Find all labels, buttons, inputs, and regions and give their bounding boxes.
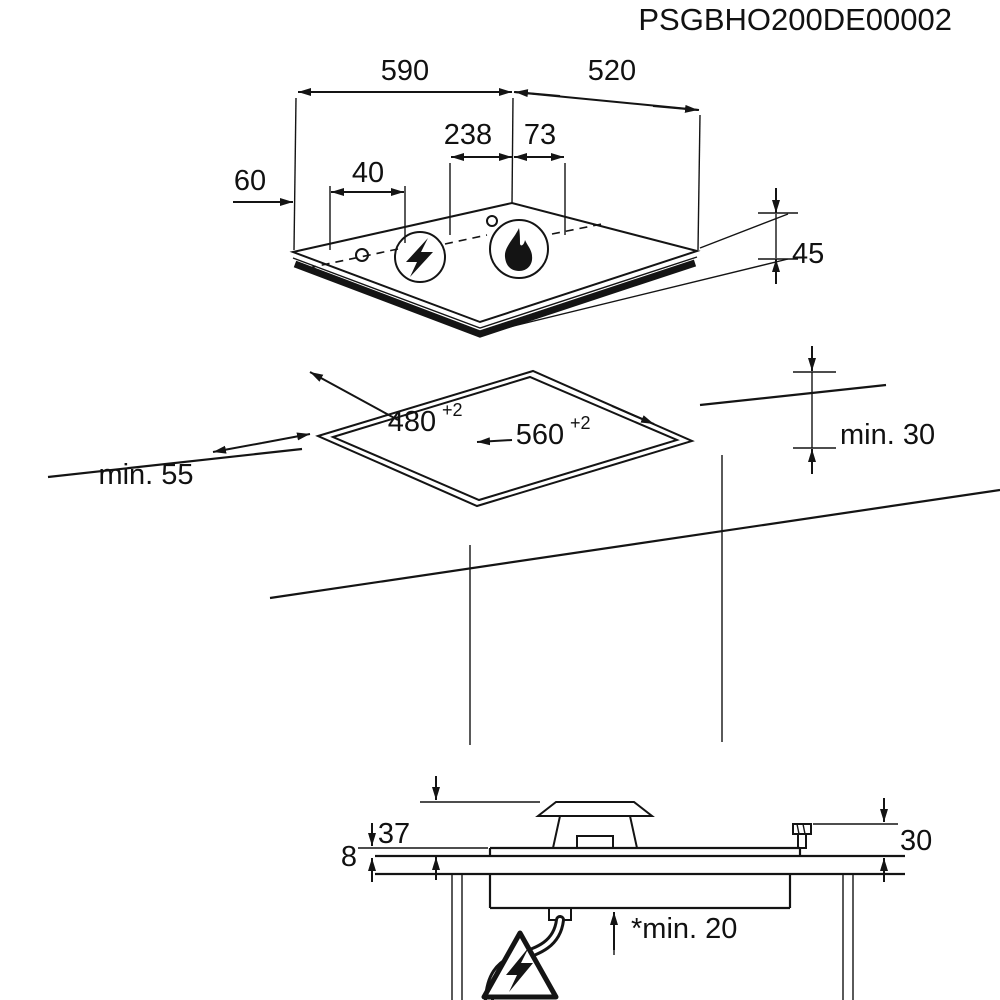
ignition-point — [486, 215, 498, 227]
dim-590-label: 590 — [381, 55, 429, 87]
dim-min20-label: *min. 20 — [631, 913, 737, 945]
dim-45-label: 45 — [792, 238, 824, 270]
dim-73: 73 — [514, 119, 564, 161]
dim-560-tolerance: +2 — [570, 413, 591, 433]
dim-min20: *min. 20 — [610, 912, 737, 955]
section-diagram: 37 8 30 *min. 20 — [341, 776, 932, 1000]
dim-min30: min. 30 — [793, 346, 935, 474]
cabinet-walls — [451, 874, 854, 1000]
dim-40: 40 — [331, 157, 404, 196]
dim-560: 560 +2 — [476, 405, 655, 451]
dim-45: 45 — [772, 188, 824, 284]
dim-37-label: 37 — [378, 818, 410, 850]
worktop-section — [375, 854, 905, 876]
dim-560-label: 560 — [516, 419, 564, 451]
dim-37: 37 — [378, 776, 440, 880]
cutout-opening — [315, 369, 695, 508]
dim-480: 480 +2 — [309, 371, 463, 438]
dim-min55-label: min. 55 — [98, 459, 193, 491]
dim-73-label: 73 — [524, 119, 556, 151]
dim-238: 238 — [444, 119, 512, 161]
dim-min30-label: min. 30 — [840, 419, 935, 451]
burner-section — [535, 801, 655, 849]
hob-centerlines — [307, 215, 603, 269]
dim-60: 60 — [233, 165, 293, 206]
dim-480-tolerance: +2 — [442, 400, 463, 420]
hob-outline — [289, 201, 701, 338]
dim-30: 30 — [880, 798, 932, 882]
dim-480-label: 480 — [388, 406, 436, 438]
worktop-edges — [47, 383, 1000, 745]
flame-icon — [504, 228, 533, 271]
dim-520-label: 520 — [588, 55, 636, 87]
cutout-diagram: 480 +2 560 +2 min. 55 min. 30 — [47, 346, 1000, 745]
electric-burner — [394, 231, 446, 283]
hazard-lightning-icon — [506, 947, 533, 992]
hob-body-section — [488, 874, 792, 910]
gas-burner — [489, 219, 549, 279]
dim-8: 8 — [341, 823, 376, 882]
control-point — [355, 248, 369, 262]
dim-30-label: 30 — [900, 825, 932, 857]
dim-238-label: 238 — [444, 119, 492, 151]
top-view-diagram: 590 520 238 73 60 — [233, 55, 824, 338]
lightning-bolt-icon — [406, 238, 433, 277]
model-number: PSGBHO200DE00002 — [638, 2, 952, 37]
dim-40-label: 40 — [352, 157, 384, 189]
hob-profile — [488, 846, 802, 856]
dim-60-label: 60 — [234, 165, 266, 197]
warning-triangle — [481, 930, 559, 1000]
dim-8-label: 8 — [341, 841, 357, 873]
top-extension-lines — [293, 97, 798, 331]
dim-520: 520 — [513, 55, 700, 113]
section-extension-lines — [358, 801, 898, 849]
dim-min55: min. 55 — [98, 432, 311, 491]
dim-590: 590 — [298, 55, 512, 96]
fitting-section — [792, 823, 812, 849]
